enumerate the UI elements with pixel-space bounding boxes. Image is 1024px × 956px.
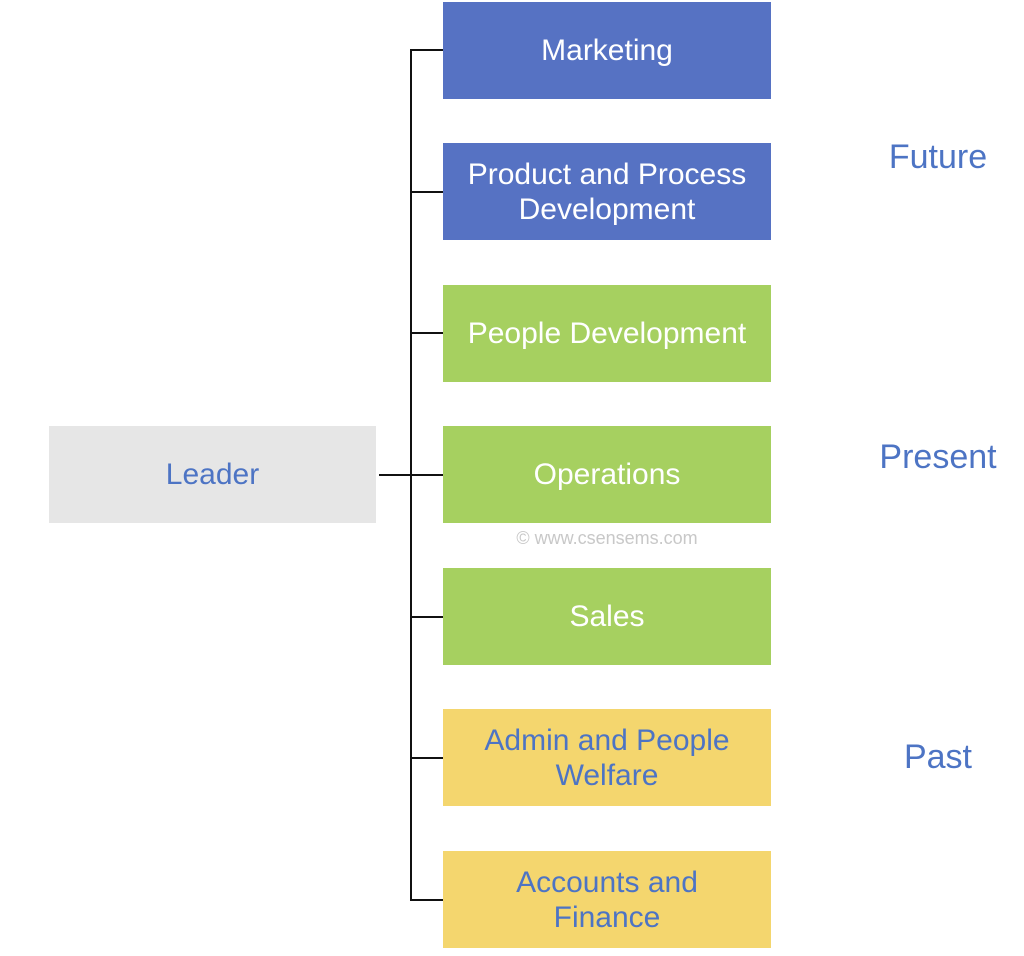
dept-label: Accounts and Finance — [516, 865, 698, 934]
dept-label: Admin and People Welfare — [484, 723, 730, 792]
branch-connector — [410, 49, 443, 51]
era-past-label: Past — [903, 738, 973, 776]
dept-product-process-development: Product and Process Development — [443, 143, 771, 240]
dept-label: Product and Process Development — [467, 157, 747, 226]
era-present-label: Present — [879, 438, 997, 476]
dept-admin-people-welfare: Admin and People Welfare — [443, 709, 771, 806]
vertical-connector — [410, 50, 412, 901]
dept-accounts-finance: Accounts and Finance — [443, 851, 771, 948]
dept-label: Marketing — [541, 34, 673, 67]
watermark: © www.csensems.com — [516, 528, 698, 548]
dept-label: Sales — [569, 600, 645, 633]
leader-box: Leader — [49, 426, 376, 523]
branch-connector — [410, 616, 443, 618]
branch-connector — [410, 899, 443, 901]
dept-label: Operations — [533, 458, 681, 491]
branch-connector — [410, 332, 443, 334]
branch-connector — [410, 191, 443, 193]
dept-label: People Development — [467, 317, 747, 350]
dept-operations: Operations — [443, 426, 771, 523]
dept-marketing: Marketing — [443, 2, 771, 99]
dept-people-development: People Development — [443, 285, 771, 382]
era-future-label: Future — [888, 138, 988, 176]
branch-connector — [410, 757, 443, 759]
leader-label: Leader — [165, 458, 260, 491]
dept-sales: Sales — [443, 568, 771, 665]
